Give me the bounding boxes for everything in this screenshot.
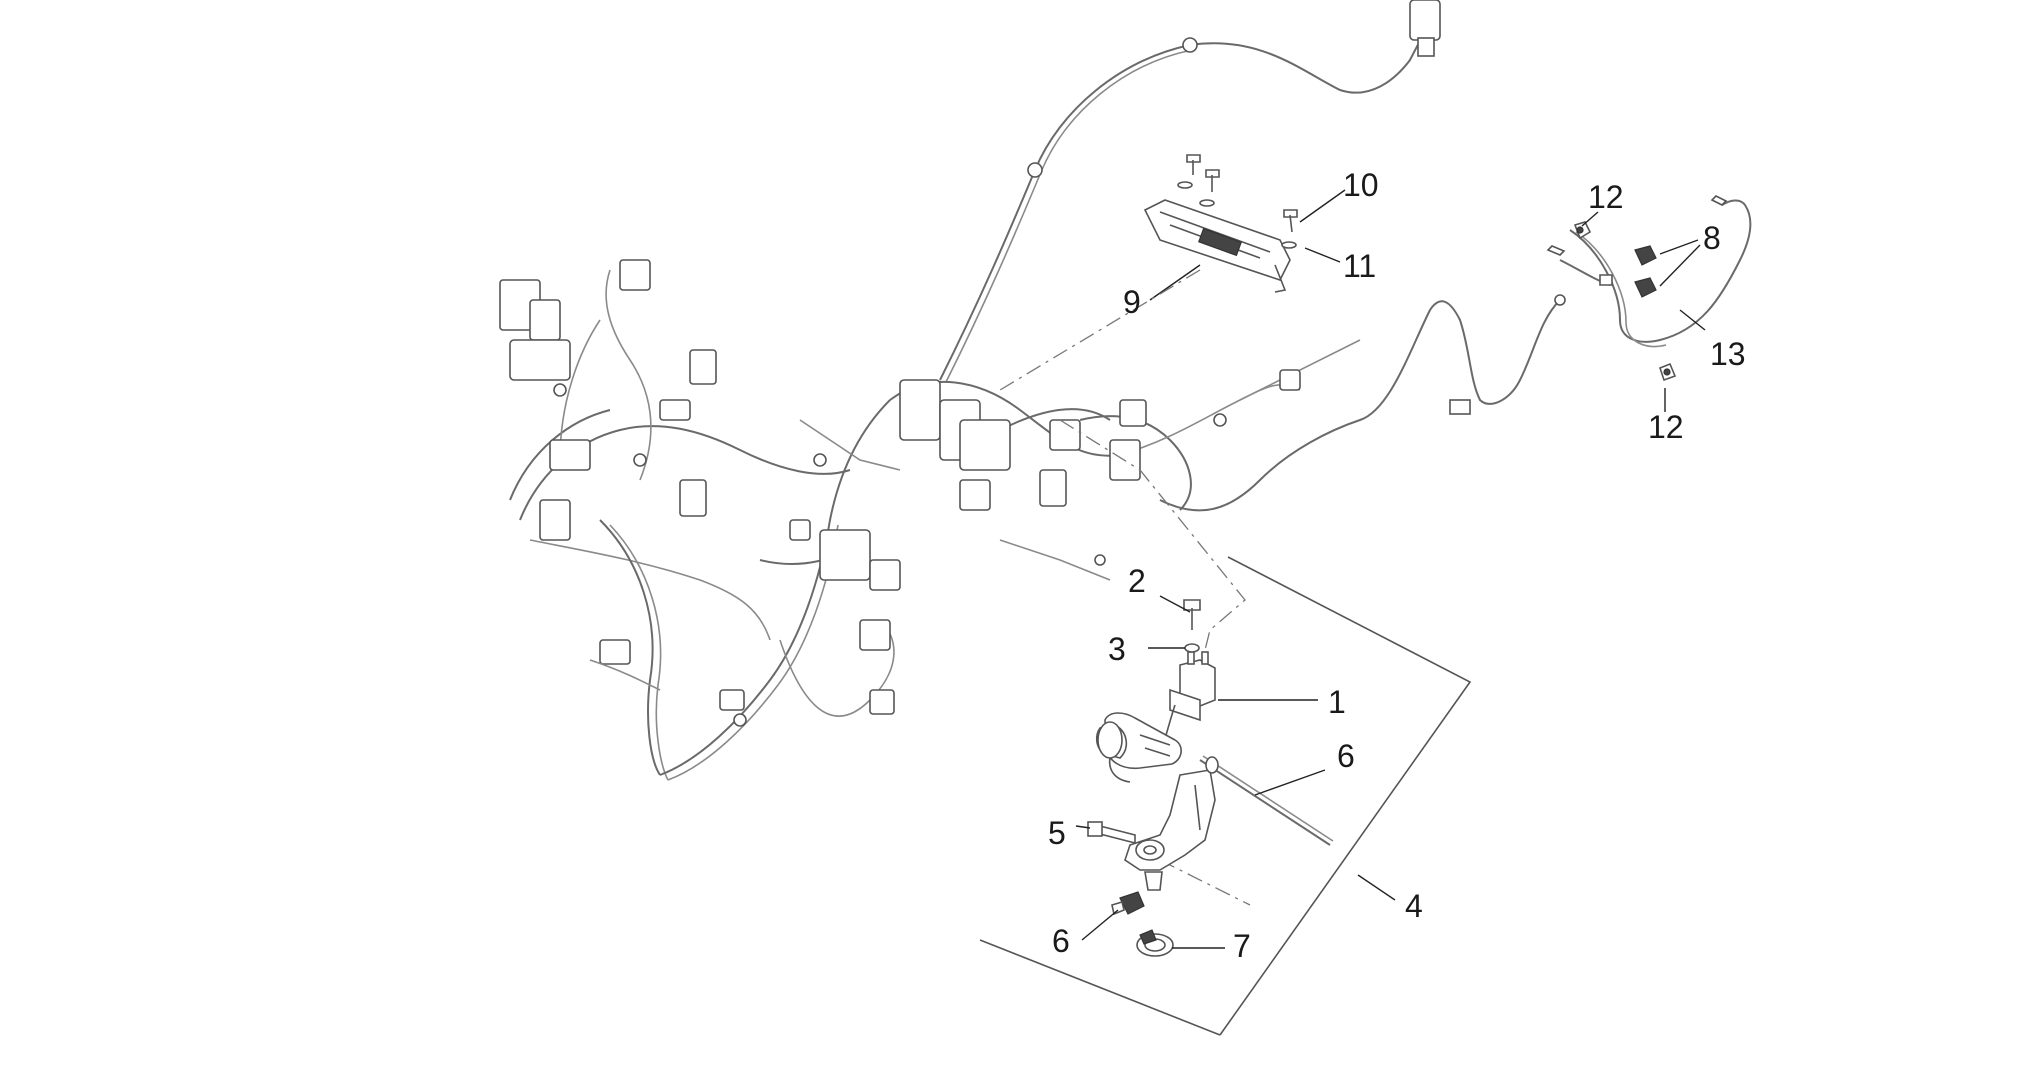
coil-bracket: [1124, 769, 1216, 891]
control-unit: [1143, 199, 1291, 293]
ground-terminal: [1573, 221, 1677, 382]
bolt: [1087, 821, 1136, 845]
callout-12a: 12: [1588, 179, 1624, 215]
callout-9: 9: [1123, 284, 1141, 320]
callout-6a: 6: [1337, 738, 1355, 774]
cable-clip: [1634, 245, 1657, 298]
callout-4: 4: [1405, 888, 1423, 924]
assembly-outline: [979, 556, 1472, 1036]
sensor-rod: [1199, 755, 1334, 846]
callout-7: 7: [1233, 928, 1251, 964]
callout-12b: 12: [1648, 409, 1684, 445]
callout-13: 13: [1710, 336, 1746, 372]
callout-8: 8: [1703, 220, 1721, 256]
screw: [1183, 599, 1201, 653]
callout-10: 10: [1343, 167, 1379, 203]
main-wiring-harness: [499, 0, 1566, 781]
callout-1: 1: [1328, 684, 1346, 720]
callout-5: 5: [1048, 815, 1066, 851]
callout-6b: 6: [1052, 923, 1070, 959]
ignition-coil: [1095, 651, 1216, 783]
washer: [1177, 181, 1297, 249]
hose-clamp: [1136, 929, 1174, 957]
callout-11: 11: [1343, 248, 1376, 284]
ground-cable: [1546, 195, 1752, 348]
screw: [1186, 154, 1298, 233]
callout-2: 2: [1128, 563, 1146, 599]
small-clamp: [1111, 891, 1145, 916]
callout-3: 3: [1108, 631, 1126, 667]
